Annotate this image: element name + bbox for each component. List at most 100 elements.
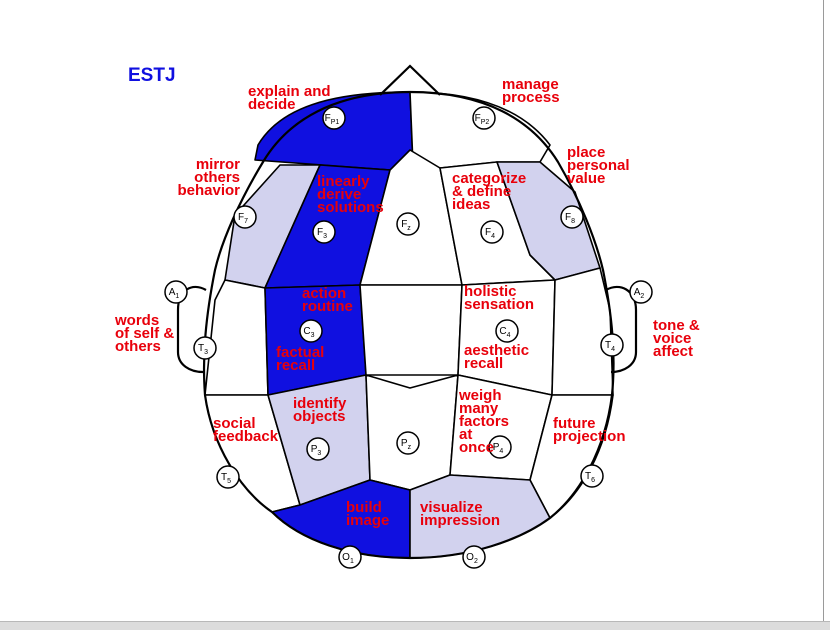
electrode-sub: 3 [317,450,321,457]
electrode-f4: F4 [480,220,504,244]
electrode-c3: C3 [299,319,323,343]
electrode-sub: 3 [311,332,315,339]
label-line: tone & [653,317,700,334]
electrode-sub: 2 [474,558,478,565]
label-line: of self & [115,325,174,342]
label-line: value [567,170,605,187]
label-line: many [459,400,499,417]
electrode-main: T [585,471,591,482]
region-group [204,91,614,559]
electrode-circle [480,220,504,244]
electrode-circle [580,464,604,488]
electrode-circle [472,106,496,130]
electrode-circle [216,465,240,489]
label-line: manage [502,76,559,93]
electrode-sub: 3 [204,349,208,356]
electrode-fp2: FP2 [472,106,496,130]
label-line: explain and [248,83,331,100]
electrode-label: T5 [221,472,231,485]
page-title: ESTJ [128,65,176,86]
label-line: once [459,439,494,456]
electrode-main: T [198,343,204,354]
label-line: place [567,144,605,161]
electrode-circle [462,545,486,569]
electrode-circle [312,220,336,244]
label-line: mirror [196,156,240,173]
label-line: solutions [317,199,384,216]
electrode-circle [322,106,346,130]
label-line: process [502,89,560,106]
electrode-sub: 1 [350,558,354,565]
label-line: & define [452,183,511,200]
electrode-a2: A2 [629,280,653,304]
label-line: affect [653,343,693,360]
electrode-circle [629,280,653,304]
label-line: ideas [452,196,490,213]
label-line: aesthetic [464,342,529,359]
electrode-circle [600,333,624,357]
electrode-main: F [485,227,491,238]
electrode-label: T6 [585,471,595,484]
electrode-o2: O2 [462,545,486,569]
label-line: weigh [458,387,502,404]
label-line: holistic [464,283,517,300]
window-right-border [823,0,830,622]
electrode-main: F [475,113,481,124]
electrode-circle [488,435,512,459]
electrode-sub: 7 [244,218,248,225]
label-line: derive [317,186,361,203]
label-line: objects [293,408,346,425]
electrode-label: A2 [634,287,645,300]
label-line: others [115,338,161,355]
head-outline [202,90,615,560]
window-bottom-bar [0,621,830,630]
electrode-pz: Pz [396,431,420,455]
label-line: identify [293,395,347,412]
electrode-main: A [634,287,641,298]
electrode-main: P [493,442,500,453]
electrode-f7: F7 [233,205,257,229]
electrode-circle [396,431,420,455]
label-line: others [194,169,240,186]
label-line: image [346,512,389,529]
electrode-f8: F8 [560,205,584,229]
electrode-main: A [169,287,176,298]
electrode-sub: 8 [571,218,575,225]
label-line: recall [276,357,315,374]
electrode-main: F [317,227,323,238]
electrode-circle [306,437,330,461]
electrode-circle [560,205,584,229]
electrode-main: F [565,212,571,223]
electrode-main: F [325,113,331,124]
label-line: factors [459,413,509,430]
electrode-p4: P4 [488,435,512,459]
electrode-main: P [401,438,408,449]
label-line: routine [302,298,353,315]
electrode-circle [233,205,257,229]
electrode-circle [193,336,217,360]
electrode-main: C [303,326,310,337]
label-line: factual [276,344,324,361]
electrode-f3: F3 [312,220,336,244]
electrode-main: P [311,444,318,455]
label-line: linearly [317,173,370,190]
electrode-sub: 6 [591,477,595,484]
electrode-sub: 5 [227,478,231,485]
electrode-sub: 4 [611,346,615,353]
electrode-label: A1 [169,287,180,300]
electrode-main: F [401,219,407,230]
label-line: future [553,415,596,432]
electrode-label: F3 [317,227,327,240]
